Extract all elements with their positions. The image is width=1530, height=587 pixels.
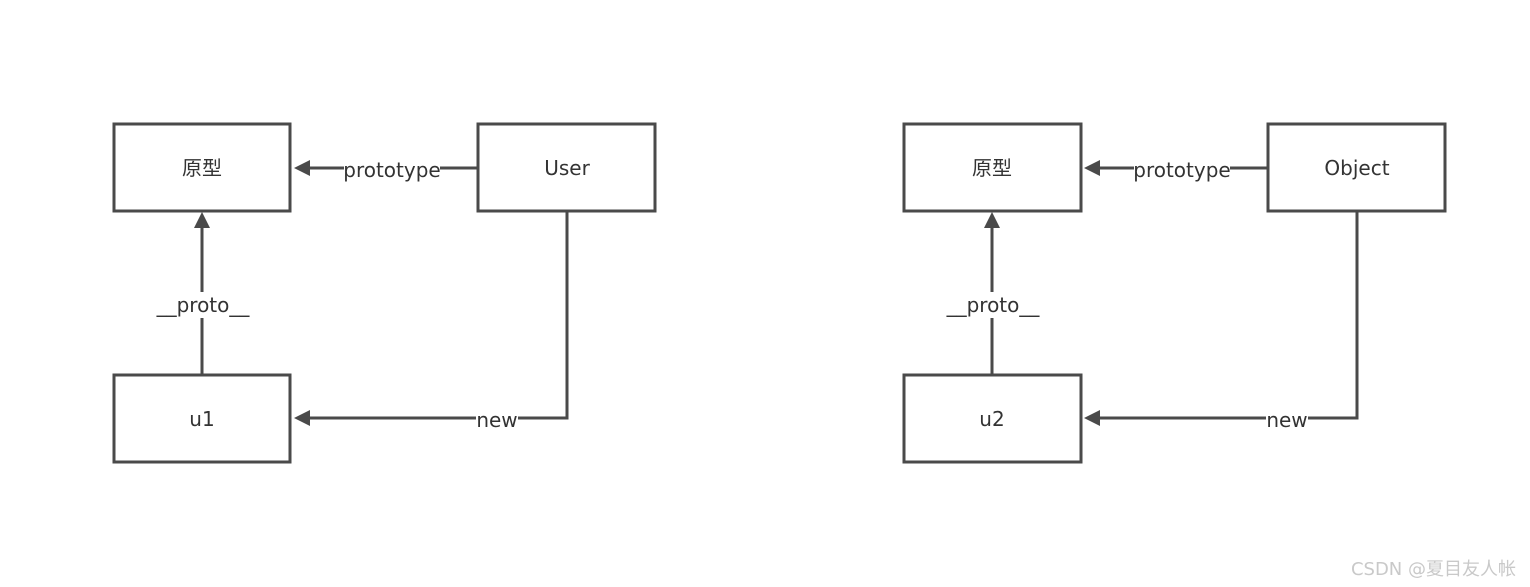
left-prototype-box [112,122,292,213]
right-constructor-box [1266,122,1447,213]
right-edge-new-line [1096,212,1359,420]
right-prototype-box-label: 原型 [972,156,1012,180]
left-edge-proto-arrow [194,212,210,228]
left-edge-new-line [306,212,569,420]
right-constructor-box-label: Object [1324,156,1389,180]
left-constructor-box [476,122,657,213]
right-edge-new-arrow [1084,410,1100,426]
left-edge-proto-label: __proto__ [156,293,251,317]
right-instance-box-label: u2 [979,407,1004,431]
right-edge-prototype-arrow [1084,160,1100,176]
right-diagram: prototype __proto__ new 原型 Object u2 [902,122,1447,464]
left-edge-prototype-label: prototype [343,158,440,182]
right-prototype-box [902,122,1083,213]
right-edge-proto-arrow [984,212,1000,228]
left-prototype-box-label: 原型 [182,156,222,180]
left-diagram: prototype __proto__ new 原型 User u1 [112,122,657,464]
left-edge-new-label: new [476,408,517,432]
right-edge-proto-label: __proto__ [946,293,1041,317]
watermark-text: CSDN @夏目友人帐 [1350,559,1516,580]
left-instance-box-label: u1 [189,407,214,431]
right-edge-prototype-label: prototype [1133,158,1230,182]
left-instance-box [112,373,292,464]
right-instance-box [902,373,1083,464]
right-edge-new-label: new [1266,408,1307,432]
left-edge-prototype-arrow [294,160,310,176]
left-constructor-box-label: User [544,156,590,180]
left-edge-new-arrow [294,410,310,426]
